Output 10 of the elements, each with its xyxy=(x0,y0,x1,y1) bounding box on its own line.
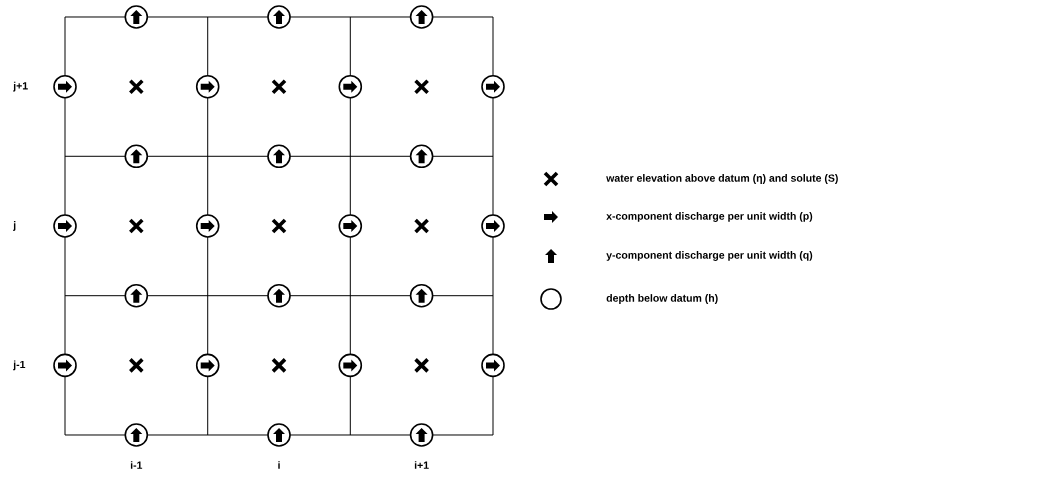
legend-text: x-component discharge per unit width (p) xyxy=(606,212,813,222)
legend-text: water elevation above datum (η) and solute (S) xyxy=(606,174,838,184)
row-label: j xyxy=(13,221,16,231)
column-label: i+1 xyxy=(414,461,429,469)
legend-text: y-component discharge per unit width (q) xyxy=(606,251,813,261)
row-label: j-1 xyxy=(13,360,26,371)
column-label: i xyxy=(278,461,280,469)
column-label: i-1 xyxy=(130,461,143,469)
legend-text: depth below datum (h) xyxy=(606,294,718,304)
row-label: j+1 xyxy=(13,81,28,92)
